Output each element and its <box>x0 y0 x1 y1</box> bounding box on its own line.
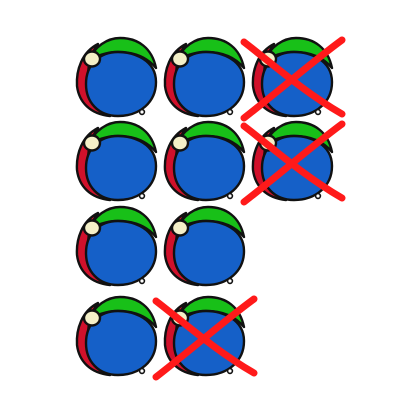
beach-ball-icon <box>75 120 158 202</box>
cross-mark-icon <box>240 120 346 206</box>
beach-ball-icon <box>162 36 246 118</box>
beach-ball-icon <box>163 205 246 287</box>
beach-ball-icon <box>152 295 258 381</box>
beach-ball-icon <box>163 120 246 202</box>
beach-ball-icon <box>75 36 158 118</box>
beach-ball-icon <box>240 36 346 122</box>
beach-ball-icon <box>74 120 158 202</box>
beach-ball-icon <box>74 36 158 118</box>
cross-mark-icon <box>240 36 346 122</box>
beach-ball-icon <box>162 205 246 287</box>
cross-mark-icon <box>152 295 258 381</box>
beach-ball-icon <box>162 120 246 202</box>
beach-ball-icon <box>163 36 246 118</box>
beach-ball-icon <box>240 120 346 206</box>
beach-ball-icon <box>240 36 346 122</box>
beach-ball-icon <box>75 295 158 377</box>
beach-ball-icon <box>152 295 258 381</box>
beach-ball-icon <box>75 205 158 287</box>
beach-ball-icon <box>74 205 158 287</box>
beach-ball-icon <box>74 295 158 377</box>
beach-ball-icon <box>240 120 346 206</box>
